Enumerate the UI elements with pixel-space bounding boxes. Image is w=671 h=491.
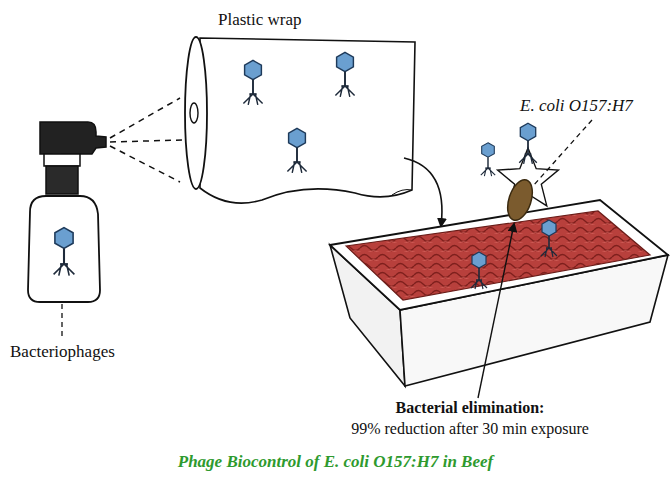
flow-arrow (404, 158, 442, 226)
spray-lines (110, 98, 182, 182)
result-note: 99% reduction after 30 min exposure (320, 419, 620, 438)
spray-bottle (28, 122, 106, 340)
leader-line (61, 304, 62, 340)
result-heading: Bacterial elimination: (330, 398, 610, 417)
phages (471, 123, 557, 289)
pointer-arrow (478, 224, 514, 398)
part-label: Plastic wrap (218, 10, 302, 30)
meat-tray (330, 200, 668, 386)
leader-line (533, 120, 592, 186)
part-label: E. coli O157:H7 (520, 96, 633, 116)
part-label: Bacteriophages (10, 342, 115, 362)
bacterium-burst (498, 148, 559, 223)
plastic-wrap (185, 37, 415, 203)
caption: Phage Biocontrol of E. coli O157:H7 in B… (0, 452, 671, 472)
